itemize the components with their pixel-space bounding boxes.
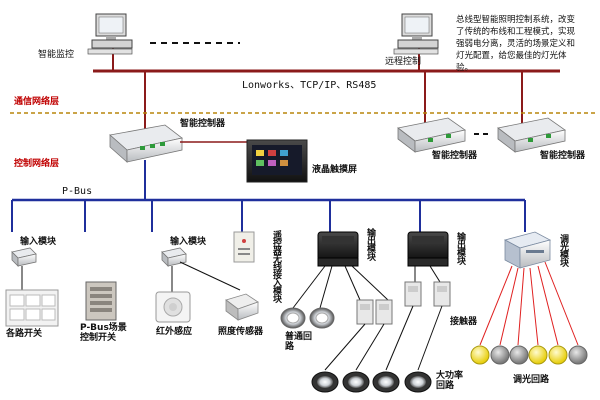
- switches-label: 各路开关: [6, 329, 43, 339]
- touchscreen-icon: [246, 139, 308, 183]
- computer-icon: [87, 13, 133, 55]
- contactor-icon: [356, 281, 451, 325]
- spotlight-icon: [311, 371, 339, 393]
- bulb-icon: [568, 345, 588, 365]
- output-module-icon: [317, 231, 359, 267]
- scene-panel-label: P-Bus场景控制开关: [80, 323, 127, 343]
- controller-icon: [397, 117, 466, 153]
- high-power-circuit-label: 大功率回路: [436, 371, 464, 391]
- scene-panel-icon: [85, 281, 117, 321]
- spotlight-icon: [309, 307, 335, 329]
- infrared-sensor-icon: [155, 291, 191, 323]
- spotlight-icon: [280, 307, 306, 329]
- input-module-icon: [161, 247, 187, 267]
- output-module-icon: [407, 231, 449, 267]
- output-module-2-label: 输出模块: [455, 232, 465, 264]
- output-module-1-label: 输出模块: [365, 228, 375, 260]
- illuminance-sensor-label: 照度传感器: [218, 327, 264, 337]
- bulb-icon: [470, 345, 490, 365]
- spotlight-icon: [372, 371, 400, 393]
- input-module-2-label: 输入模块: [170, 237, 207, 247]
- remote-module-icon: [233, 231, 255, 263]
- bulb-icon: [509, 345, 529, 365]
- normal-circuit-label: 普通回路: [285, 332, 313, 352]
- computer-icon: [393, 13, 439, 55]
- comm-layer-label: 通信网络层: [14, 97, 60, 107]
- controller-icon: [497, 117, 566, 153]
- smart-controller-right-2-label: 智能控制器: [540, 151, 586, 161]
- illuminance-sensor-icon: [225, 293, 259, 321]
- spotlight-icon: [342, 371, 370, 393]
- pbus-label: P-Bus: [62, 186, 93, 197]
- spotlight-icon: [404, 371, 432, 393]
- bulb-icon: [490, 345, 510, 365]
- protocols-label: Lonworks、TCP/IP、RS485: [242, 80, 377, 91]
- system-description: 总线型智能照明控制系统，改变了传统的布线和工程模式，实现强弱电分离，灵活的场景定…: [456, 15, 576, 73]
- controller-icon: [109, 124, 183, 163]
- bulb-icon: [528, 345, 548, 365]
- infrared-sensor-label: 红外感应: [156, 327, 193, 337]
- dimming-circuit-label: 调光回路: [513, 375, 550, 385]
- input-module-1-label: 输入模块: [20, 237, 57, 247]
- contactor-label: 接触器: [450, 317, 478, 327]
- control-layer-label: 控制网络层: [14, 159, 60, 169]
- dimming-module-label: 调光模块: [558, 234, 568, 266]
- dimmer-icon: [503, 231, 552, 269]
- smart-monitor-label: 智能监控: [38, 50, 75, 60]
- smart-controller-main-label: 智能控制器: [180, 119, 226, 129]
- smart-controller-right-1-label: 智能控制器: [432, 151, 478, 161]
- input-module-icon: [11, 247, 37, 267]
- bulb-icon: [548, 345, 568, 365]
- remote-wireless-label: 遥控器无线接入模块: [271, 230, 281, 302]
- switch-panel-icon: [5, 289, 59, 327]
- remote-control-label: 远程控制: [385, 57, 422, 67]
- lcd-touchscreen-label: 液晶触摸屏: [312, 165, 358, 175]
